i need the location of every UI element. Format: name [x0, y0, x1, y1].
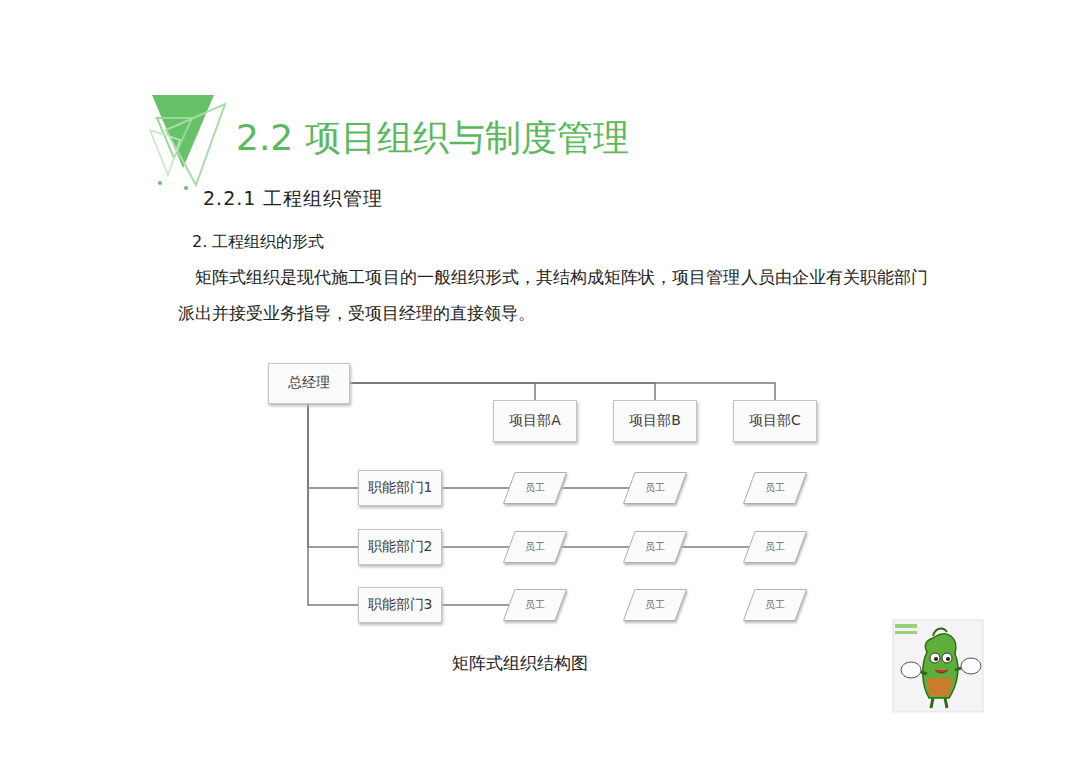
org-connector: [350, 383, 775, 400]
triangle-logo: [150, 95, 225, 190]
parallelogram-shape: [504, 590, 567, 621]
staff-cell: 员工: [503, 531, 567, 563]
org-box: 项目部C: [733, 400, 817, 442]
node-label: 职能部门2: [368, 538, 433, 556]
staff-cell: 员工: [503, 472, 567, 504]
org-box: 职能部门3: [358, 587, 442, 623]
org-box: 总经理: [268, 363, 350, 404]
parallelogram-shape: [504, 473, 567, 504]
staff-cell: 员工: [503, 589, 567, 621]
org-box: 项目部B: [613, 400, 697, 442]
parallelogram-shape: [624, 532, 687, 563]
org-connector: [308, 404, 358, 548]
org-connector: [442, 487, 509, 489]
org-connector: [308, 404, 358, 489]
org-connector: [308, 404, 358, 606]
node-label: 员工: [645, 481, 665, 495]
staff-cell: 员工: [743, 472, 807, 504]
org-box: 职能部门2: [358, 529, 442, 565]
parallelogram-shape: [504, 532, 567, 563]
parallelogram-shape: [624, 473, 687, 504]
parallelogram-shape: [744, 590, 807, 621]
node-label: 项目部C: [749, 412, 801, 430]
staff-cell: 员工: [623, 589, 687, 621]
node-label: 员工: [645, 598, 665, 612]
body-paragraph: 矩阵式组织是现代施工项目的一般组织形式，其结构成矩阵状，项目管理人员由企业有关职…: [178, 259, 928, 331]
staff-cell: 员工: [743, 531, 807, 563]
org-box: 职能部门1: [358, 470, 442, 506]
node-label: 员工: [525, 598, 545, 612]
node-label: 员工: [765, 481, 785, 495]
node-label: 项目部B: [629, 412, 681, 430]
org-box: 项目部A: [493, 400, 577, 442]
figure-caption: 矩阵式组织结构图: [452, 652, 588, 675]
staff-cell: 员工: [743, 589, 807, 621]
org-connector: [350, 383, 535, 400]
org-connector: [681, 546, 749, 548]
mascot-figure: [893, 620, 983, 712]
node-label: 项目部A: [509, 412, 561, 430]
node-label: 职能部门1: [368, 479, 433, 497]
slide-title: 2.2 项目组织与制度管理: [236, 114, 629, 163]
node-label: 职能部门3: [368, 596, 433, 614]
node-label: 员工: [525, 481, 545, 495]
staff-cell: 员工: [623, 531, 687, 563]
node-label: 员工: [645, 540, 665, 554]
section-heading: 2.2.1 工程组织管理: [203, 186, 383, 212]
org-connector: [350, 383, 655, 400]
parallelogram-shape: [744, 473, 807, 504]
parallelogram-shape: [624, 590, 687, 621]
node-label: 员工: [765, 598, 785, 612]
node-label: 员工: [525, 540, 545, 554]
node-label: 总经理: [288, 374, 330, 392]
org-connector: [561, 546, 629, 548]
org-connector: [442, 546, 509, 548]
parallelogram-shape: [744, 532, 807, 563]
org-connector: [442, 604, 509, 606]
subsection-heading: 2. 工程组织的形式: [192, 232, 324, 253]
node-label: 员工: [765, 540, 785, 554]
staff-cell: 员工: [623, 472, 687, 504]
org-connector: [561, 487, 629, 489]
